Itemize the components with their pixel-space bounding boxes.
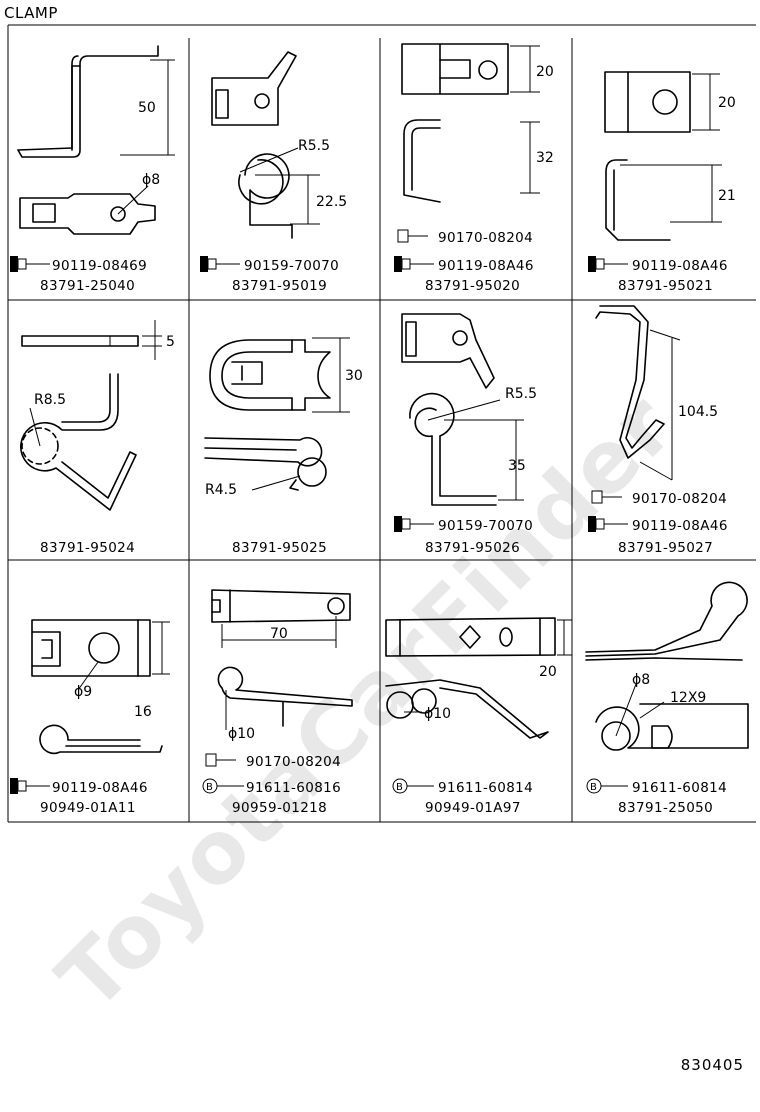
- dim-radius: R5.5: [298, 138, 330, 154]
- grid-frame: [7, 24, 756, 823]
- bolt-washer-icon: [588, 256, 628, 272]
- bolt-washer-icon: [10, 256, 50, 272]
- dim-slot: 12X9: [670, 690, 706, 706]
- dim-width: 20: [536, 64, 554, 80]
- clamp-83791-25040[interactable]: 50 ϕ8: [17, 45, 175, 235]
- dim-length: 70: [270, 626, 288, 642]
- bolt-icon: [397, 229, 428, 243]
- dim-height: 16: [134, 704, 152, 720]
- watermark: ToyotaCarFinder: [39, 375, 694, 1030]
- dim-length: 104.5: [678, 404, 718, 420]
- dim-radius: R4.5: [205, 482, 237, 498]
- svg-text:B: B: [396, 782, 403, 793]
- bolt-washer-icon: [10, 778, 50, 794]
- fastener-number: 90170-08204: [632, 491, 727, 507]
- b-circle-icon: B: [392, 778, 434, 794]
- part-number: 90949-01A97: [425, 800, 521, 816]
- part-number: 83791-25050: [618, 800, 713, 816]
- clamp-90949-01A11[interactable]: ϕ9 16: [31, 619, 170, 755]
- dim-hole: ϕ8: [142, 172, 160, 188]
- dim-hole: ϕ9: [74, 684, 92, 700]
- page-title: CLAMP: [4, 4, 58, 22]
- fastener-number: 90119-08A46: [632, 518, 728, 534]
- fastener-number: 90119-08A46: [52, 780, 148, 796]
- fastener-rows: 90119-08469 83791-25040 90159-70070 8379…: [10, 229, 728, 816]
- bolt-washer-icon: [588, 516, 628, 532]
- svg-text:B: B: [206, 782, 213, 793]
- fastener-number: 90119-08A46: [438, 258, 534, 274]
- part-number: 83791-95024: [40, 540, 135, 556]
- dim-height: 35: [508, 458, 526, 474]
- dim-diameter: ϕ8: [632, 672, 650, 688]
- dim-width: 20: [718, 95, 736, 111]
- fastener-number: 90159-70070: [438, 518, 533, 534]
- clamp-83791-25050[interactable]: ϕ8 12X9: [585, 581, 749, 751]
- part-number: 83791-95026: [425, 540, 520, 556]
- part-number: 90959-01218: [232, 800, 327, 816]
- fastener-number: 90170-08204: [246, 754, 341, 770]
- fastener-number: 91611-60814: [632, 780, 727, 796]
- clamp-83791-95024[interactable]: 5 R8.5: [20, 320, 175, 511]
- fastener-number: 91611-60816: [246, 780, 341, 796]
- bolt-icon: [205, 753, 236, 767]
- dim-diameter: ϕ10: [228, 726, 255, 742]
- fastener-number: 91611-60814: [438, 780, 533, 796]
- dim-diameter: ϕ10: [424, 706, 451, 722]
- svg-text:B: B: [590, 782, 597, 793]
- document-number: 830405: [680, 1056, 744, 1074]
- part-number: 83791-25040: [40, 278, 135, 294]
- fastener-number: 90159-70070: [244, 258, 339, 274]
- dim-width: 20: [539, 664, 557, 680]
- clamp-83791-95020[interactable]: 20 32: [401, 43, 554, 203]
- clamp-83791-95026[interactable]: R5.5 35: [401, 313, 537, 506]
- bolt-washer-icon: [200, 256, 240, 272]
- part-number: 83791-95021: [618, 278, 713, 294]
- part-number: 90949-01A11: [40, 800, 136, 816]
- dim-height: 21: [718, 188, 736, 204]
- clamp-83791-95025[interactable]: 30 R4.5: [204, 337, 363, 498]
- dim-radius: R5.5: [505, 386, 537, 402]
- fastener-number: 90119-08469: [52, 258, 147, 274]
- dim-radius: R8.5: [34, 392, 66, 408]
- dim-height: 22.5: [316, 194, 347, 210]
- part-number: 83791-95027: [618, 540, 713, 556]
- b-circle-icon: B: [586, 778, 628, 794]
- dim-height: 32: [536, 150, 554, 166]
- clamp-83791-95027[interactable]: 104.5: [595, 305, 718, 481]
- dim-thickness: 5: [166, 334, 175, 350]
- bolt-washer-icon: [394, 256, 434, 272]
- clamp-83791-95021[interactable]: 20 21: [604, 71, 736, 241]
- part-number: 83791-95025: [232, 540, 327, 556]
- dim-height: 30: [345, 368, 363, 384]
- clamp-90949-01A97[interactable]: 20 ϕ10: [385, 617, 572, 739]
- bolt-washer-icon: [394, 516, 434, 532]
- clamp-83791-95019[interactable]: R5.5 22.5: [211, 51, 347, 239]
- b-circle-icon: B: [202, 778, 244, 794]
- part-number: 83791-95020: [425, 278, 520, 294]
- dim-height: 50: [138, 100, 156, 116]
- part-number: 83791-95019: [232, 278, 327, 294]
- bolt-icon: [591, 490, 622, 504]
- fastener-number: 90119-08A46: [632, 258, 728, 274]
- clamp-90959-01218[interactable]: 70 ϕ10: [211, 589, 353, 742]
- fastener-number: 90170-08204: [438, 230, 533, 246]
